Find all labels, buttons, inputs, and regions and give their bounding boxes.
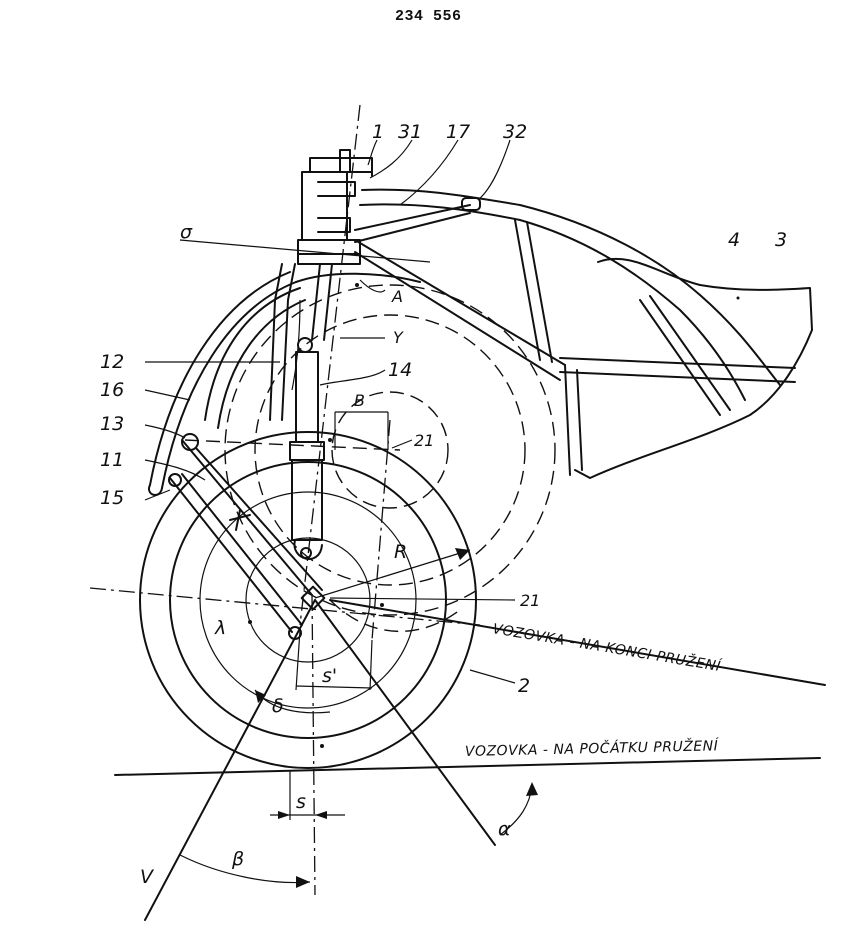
label-point-A: A (391, 287, 403, 306)
line-V (144, 599, 316, 921)
road-end-line (329, 599, 826, 686)
label-dim-B: B (354, 391, 365, 410)
mudguards (148, 271, 421, 496)
label-part-32: 32 (503, 121, 527, 143)
road-end-label: VOZOVKA - NA KONCI PRUŽENÍ (491, 619, 723, 675)
dimension-B (334, 411, 389, 450)
sigma-line (179, 239, 431, 263)
wheel-end-position (224, 284, 556, 633)
label-part-15: 15 (100, 487, 124, 509)
leader-lines (144, 139, 516, 684)
label-part-21-top: 21 (414, 431, 434, 450)
swing-arm-11-15 (168, 433, 326, 640)
label-sigma: σ (180, 221, 193, 243)
label-alpha: α (498, 818, 511, 840)
label-part-2: 2 (518, 675, 530, 697)
label-beta: β (231, 848, 244, 870)
pivot-line (184, 439, 401, 451)
center-line-lower (311, 594, 316, 896)
label-part-11: 11 (100, 449, 124, 471)
label-delta: δ (272, 695, 284, 717)
label-part-16: 16 (100, 379, 124, 401)
wheel-part-2 (139, 431, 477, 769)
frame-tubes (354, 188, 796, 476)
road-start-label: VOZOVKA - NA POČÁTKU PRUŽENÍ (465, 736, 720, 760)
axle-line (89, 587, 481, 626)
dimension-s (270, 770, 345, 820)
label-line-V: V (140, 866, 155, 888)
label-part-31: 31 (398, 121, 422, 143)
shock-absorber-14 (289, 337, 325, 560)
road-start-line (114, 757, 821, 776)
dimension-s-prime (295, 629, 373, 691)
label-part-12: 12 (100, 351, 124, 373)
page-number: 234 556 (395, 8, 462, 25)
center-line-upper (371, 419, 391, 641)
label-part-4: 4 (728, 229, 740, 251)
label-s-prime: s' (322, 665, 337, 687)
fork (269, 263, 333, 421)
steering-head (297, 149, 481, 265)
label-part-13: 13 (100, 413, 124, 435)
label-part-3: 3 (775, 229, 787, 251)
label-part-21-bottom: 21 (520, 591, 540, 610)
label-radius-R: R (394, 541, 407, 563)
beta-arc (179, 854, 311, 884)
label-lambda: λ (214, 617, 226, 639)
label-part-14: 14 (388, 359, 412, 381)
label-axis-Y: Y (393, 328, 404, 347)
radius-R (314, 548, 471, 599)
tank-part-4 (574, 257, 813, 479)
label-part-1: 1 (372, 121, 384, 143)
alpha-line (314, 599, 496, 846)
label-part-17: 17 (446, 121, 470, 143)
label-s: s (296, 791, 306, 813)
